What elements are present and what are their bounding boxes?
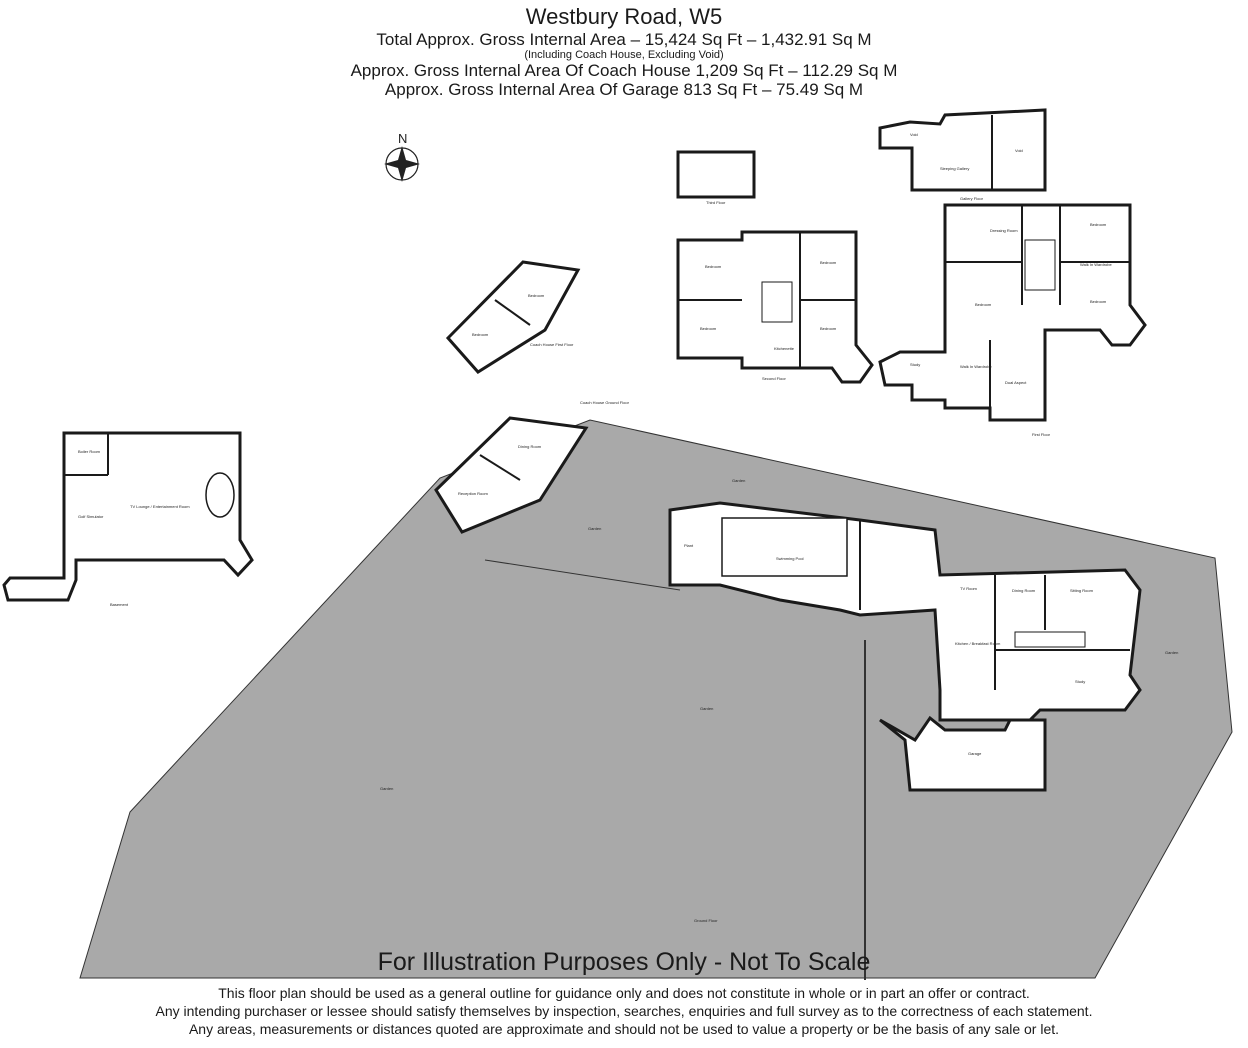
disclaimer-title: For Illustration Purposes Only - Not To … [377,948,871,976]
compass-label: N [398,131,407,146]
second-bedroom-label-3: Bedroom [700,326,717,331]
garage-area: Approx. Gross Internal Area Of Garage 81… [384,80,864,99]
basement-label: Basement [110,602,129,607]
third-floor-outline [676,150,756,199]
coach-house-first-plan [445,260,581,374]
void-label-1: Void [910,132,918,137]
garden-label-5: Garden [732,478,745,483]
second-staircase [761,281,793,323]
footer: For Illustration Purposes Only - Not To … [0,946,1248,1038]
second-bedroom-label-1: Bedroom [705,264,722,269]
coach-house-ground-plan [434,416,589,534]
first-study-label: Study [910,362,920,367]
disclaimer-line-2: Any intending purchaser or lessee should… [155,1003,1093,1019]
page-title: Westbury Road, W5 [525,4,723,29]
garden-area [79,419,1233,979]
study-label: Study [1075,679,1085,684]
dual-aspect-label: Dual Aspect [1005,380,1027,385]
garage-label: Garage [968,751,982,756]
first-floor-outline [878,203,1147,422]
garden-path-line [484,559,681,591]
walk-in-wardrobe-label-1: Walk In Wardrobe [1080,262,1112,267]
tv-room-label: TV Room [960,586,978,591]
second-bedroom-label-2: Bedroom [820,260,837,265]
gallery-floor-plan [878,108,1047,192]
tv-lounge-label: TV Lounge / Entertainment Room [130,504,190,509]
swimming-pool-label: Swimming Pool [776,556,804,561]
coach-first-label: Coach House First Floor [530,342,574,347]
coach-ground-label: Coach House Ground Floor [580,400,630,405]
garden-label-4: Garden [588,526,601,531]
first-staircase [1024,239,1056,291]
third-floor-plan [676,150,756,199]
sitting-room-label: Sitting Room [1070,588,1094,593]
second-floor-label: Second Floor [762,376,786,381]
second-floor-plan [676,230,874,384]
disclaimer-line-3: Any areas, measurements or distances quo… [188,1021,1060,1037]
first-bedroom-label-2: Bedroom [975,302,992,307]
void-label-2: Void [1015,148,1023,153]
coach-first-outline [445,260,581,374]
garden-label-2: Garden [700,706,713,711]
first-bedroom-label-1: Bedroom [1090,222,1107,227]
walk-in-wardrobe-label-2: Walk In Wardrobe [960,364,992,369]
compass-star [384,146,420,182]
reception-room-label: Reception Room [458,491,488,496]
coach-bedroom-label-2: Bedroom [528,293,545,298]
first-floor-plan [878,203,1147,422]
plant-label: Plant [684,543,694,548]
main-ground-plan [668,501,1142,792]
total-area: Total Approx. Gross Internal Area – 15,4… [376,30,872,49]
coach-bedroom-label-1: Bedroom [472,332,489,337]
basement-outline [2,431,254,602]
header: Westbury Road, W5 Total Approx. Gross In… [0,0,1248,99]
coach-dining-label: Dining Room [518,444,542,449]
garden-label-3: Garden [1165,650,1178,655]
sleeping-gallery-label: Sleeping Gallery [940,166,969,171]
basement-plan [2,431,254,602]
coach-house-area: Approx. Gross Internal Area Of Coach Hou… [350,61,898,80]
first-floor-label: First Floor [1032,432,1051,437]
gallery-floor-outline [878,108,1047,192]
gallery-floor-label: Gallery Floor [960,196,984,201]
coach-ground-wall [479,454,521,481]
ground-floor-label: Ground Floor [694,918,718,923]
kitchen-label: Kitchen / Breakfast Room [955,641,1001,646]
compass: N [384,131,420,182]
kitchenette-label: Kitchenette [774,346,795,351]
basement-screen [205,472,235,518]
third-floor-label: Third Floor [706,200,726,205]
dining-room-label: Dining Room [1012,588,1036,593]
total-area-note: (Including Coach House, Excluding Void) [524,49,724,61]
golf-simulator-label: Golf Simulator [78,514,104,519]
swimming-pool-basin [721,517,848,577]
disclaimer-line-1: This floor plan should be used as a gene… [218,985,1030,1001]
garden-label-1: Garden [380,786,393,791]
main-staircase [1014,631,1086,648]
boiler-room-label: Boiler Room [78,449,101,454]
dressing-room-label: Dressing Room [990,228,1018,233]
second-bedroom-label-4: Bedroom [820,326,837,331]
coach-first-wall [494,299,531,326]
first-bedroom-label-3: Bedroom [1090,299,1107,304]
